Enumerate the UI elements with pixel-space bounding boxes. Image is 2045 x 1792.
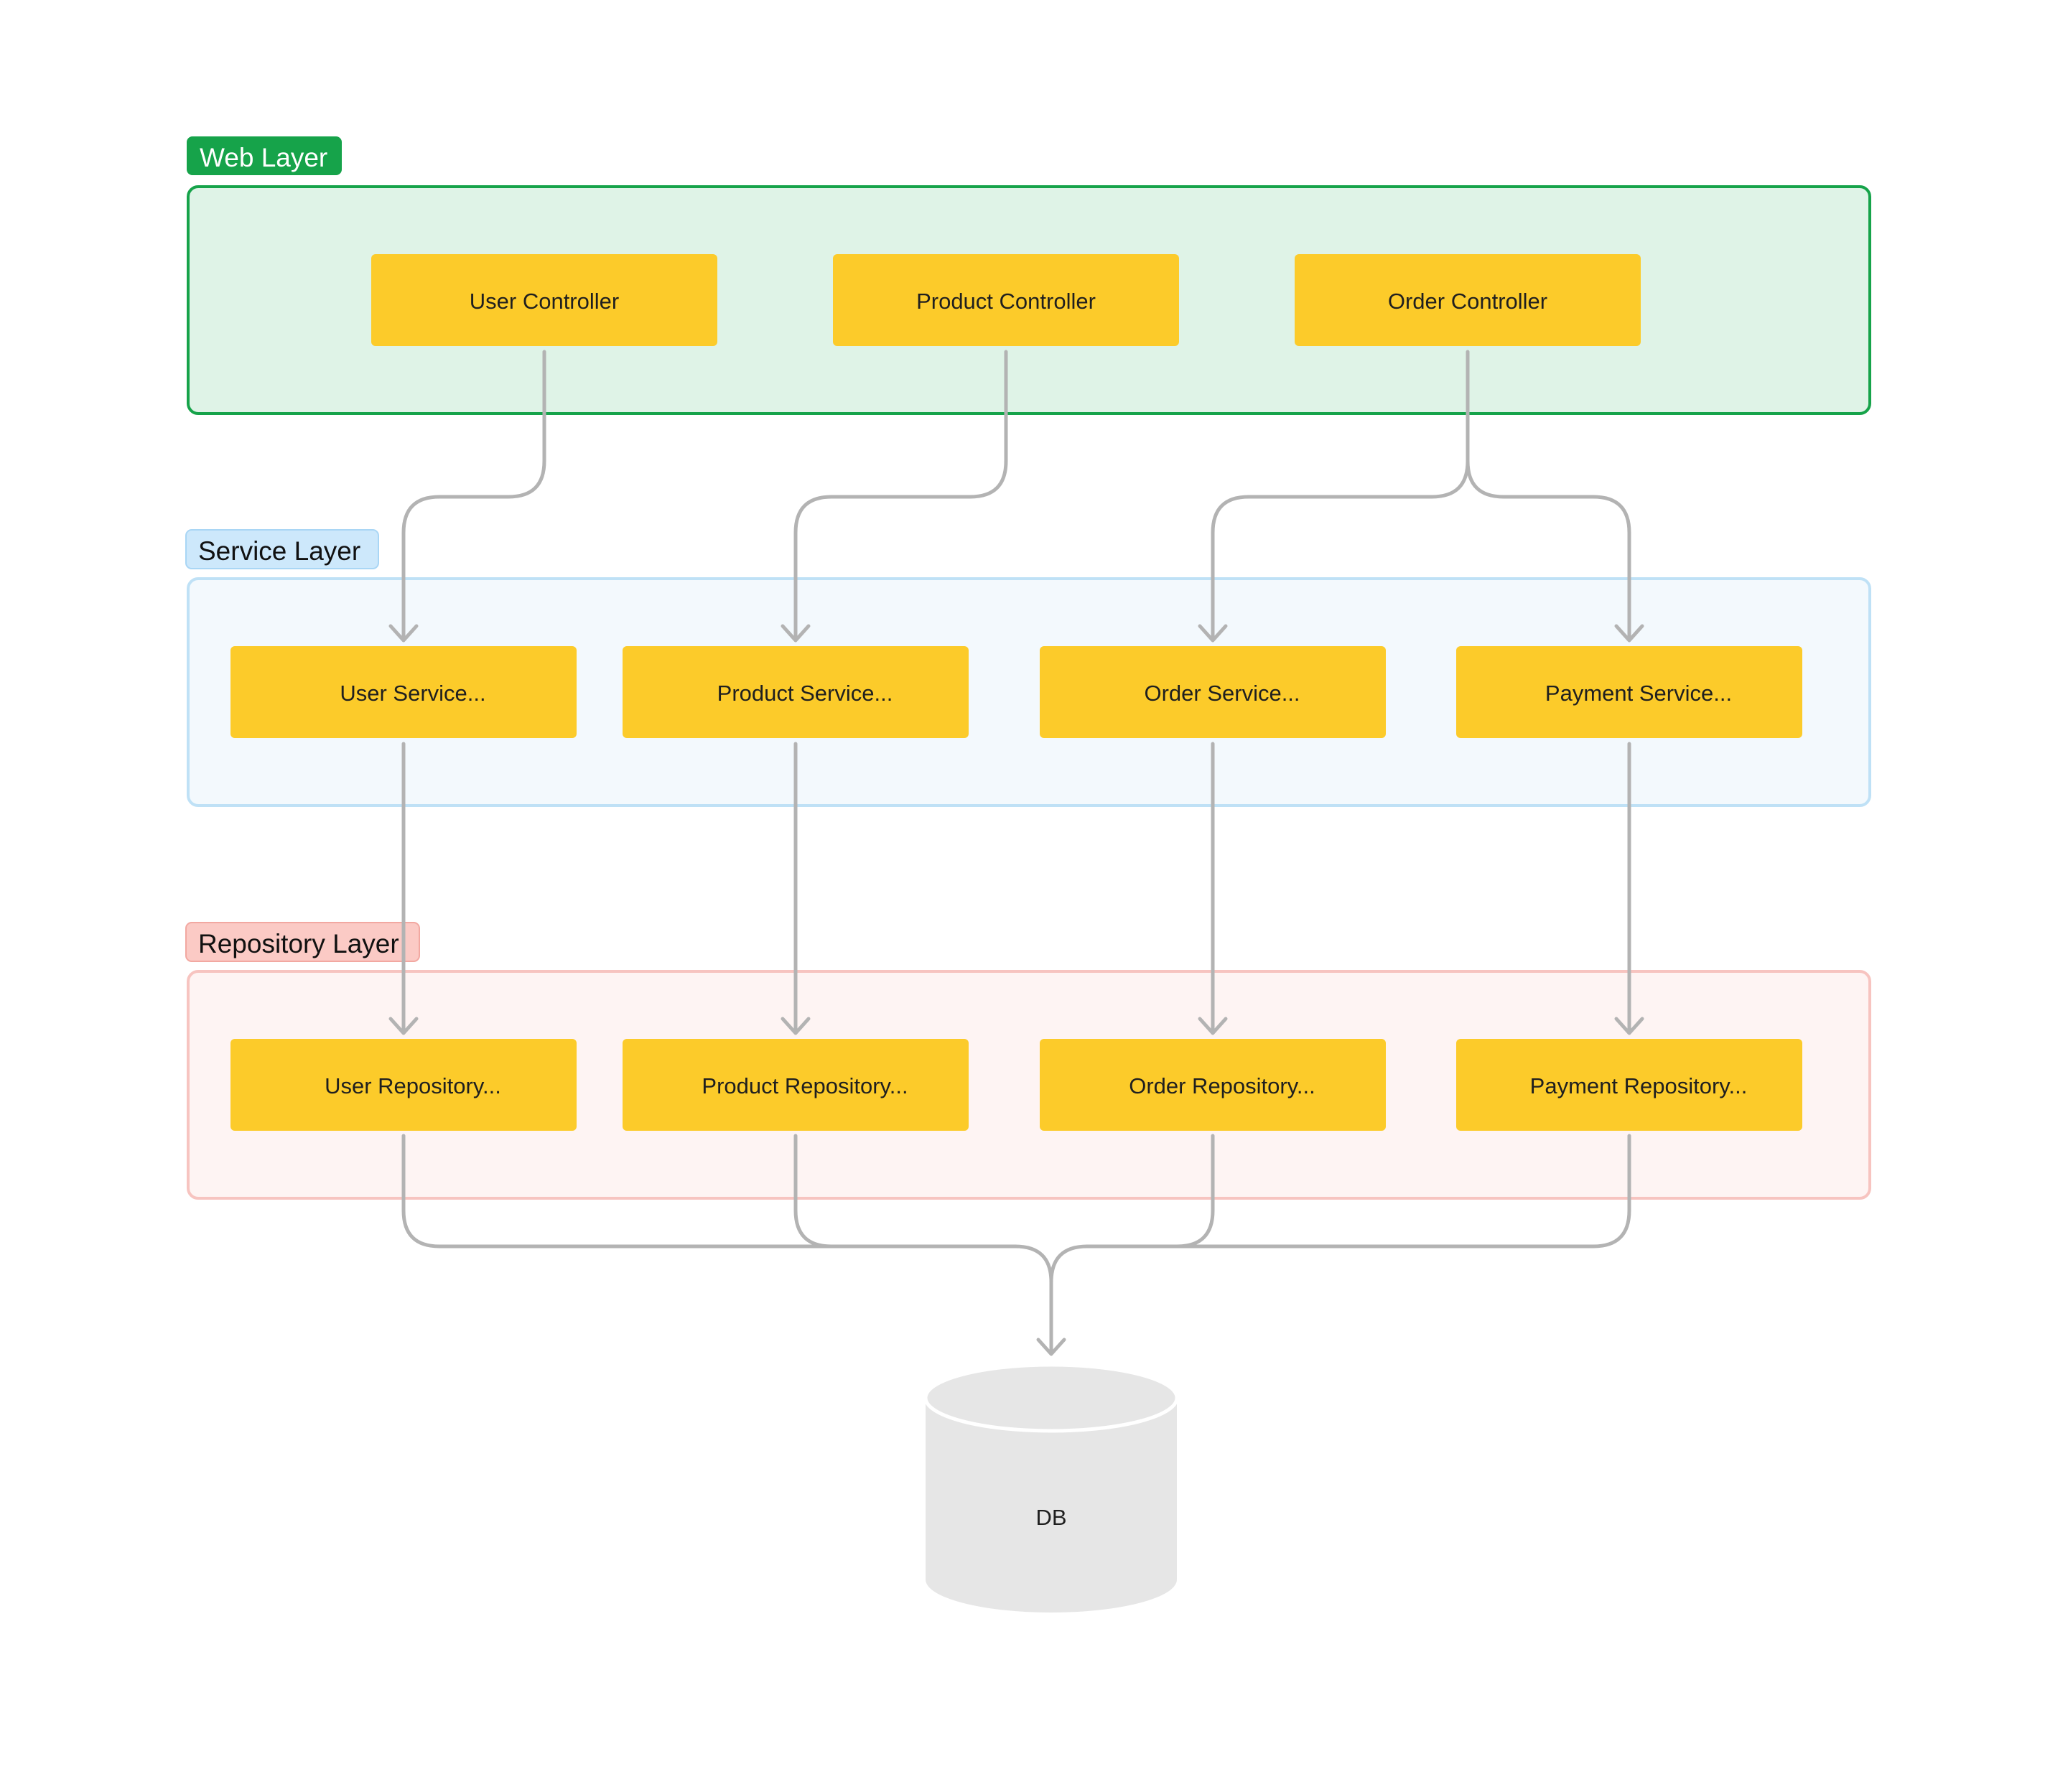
node-order-service[interactable]: Order Service... — [1040, 646, 1386, 738]
connector-payment-repository-to-db — [1049, 1134, 1631, 1284]
database-label: DB — [1035, 1505, 1066, 1530]
connector-order-controller-to-order-service — [1211, 350, 1470, 641]
arrowhead-payment-repository — [1614, 1017, 1644, 1035]
arrowhead-order-service — [1198, 624, 1228, 643]
node-user-repository-label: User Repository... — [325, 1073, 501, 1098]
node-product-service[interactable]: Product Service... — [623, 646, 969, 738]
service-layer-container — [187, 577, 1871, 807]
node-payment-repository[interactable]: Payment Repository... — [1456, 1039, 1802, 1131]
node-payment-service[interactable]: Payment Service... — [1456, 646, 1802, 738]
service-layer-tag: Service Layer — [185, 529, 379, 569]
node-order-controller[interactable]: Order Controller — [1295, 254, 1641, 346]
connector-order-controller-to-payment-service — [1466, 459, 1631, 641]
service-layer-label: Service Layer — [198, 536, 360, 566]
web-layer-tag: Web Layer — [187, 136, 342, 175]
repository-layer-tag: Repository Layer — [185, 922, 420, 962]
node-user-controller[interactable]: User Controller — [371, 254, 717, 346]
connector-product-controller-to-product-service — [793, 350, 1008, 641]
node-order-repository-label: Order Repository... — [1129, 1073, 1315, 1098]
arrowhead-db — [1036, 1338, 1066, 1356]
connector-user-repository-to-db — [401, 1134, 1053, 1355]
node-order-repository[interactable]: Order Repository... — [1040, 1039, 1386, 1131]
database-cylinder[interactable]: DB — [923, 1363, 1179, 1613]
arrowhead-order-repository — [1198, 1017, 1228, 1035]
arrowhead-product-service — [781, 624, 811, 643]
node-user-repository[interactable]: User Repository... — [230, 1039, 577, 1131]
connector-product-repository-to-db — [793, 1134, 1017, 1249]
node-product-repository-label: Product Repository... — [702, 1073, 908, 1098]
node-user-service[interactable]: User Service... — [230, 646, 577, 738]
web-layer-label: Web Layer — [200, 143, 327, 172]
node-order-service-label: Order Service... — [1144, 681, 1300, 706]
node-product-service-label: Product Service... — [717, 681, 893, 706]
node-user-service-label: User Service... — [340, 681, 485, 706]
arrowhead-user-service — [388, 624, 419, 643]
node-user-controller-label: User Controller — [470, 289, 619, 314]
arrowhead-product-repository — [781, 1017, 811, 1035]
node-product-repository[interactable]: Product Repository... — [623, 1039, 969, 1131]
node-order-controller-label: Order Controller — [1388, 289, 1547, 314]
arrowhead-user-repository — [388, 1017, 419, 1035]
connector-user-controller-to-user-service — [401, 350, 546, 641]
node-payment-service-label: Payment Service... — [1545, 681, 1732, 706]
repository-layer-container — [187, 970, 1871, 1200]
node-product-controller-label: Product Controller — [916, 289, 1096, 314]
repository-layer-label: Repository Layer — [198, 929, 399, 958]
arrowhead-payment-service — [1614, 624, 1644, 643]
node-payment-repository-label: Payment Repository... — [1530, 1073, 1748, 1098]
node-product-controller[interactable]: Product Controller — [833, 254, 1179, 346]
